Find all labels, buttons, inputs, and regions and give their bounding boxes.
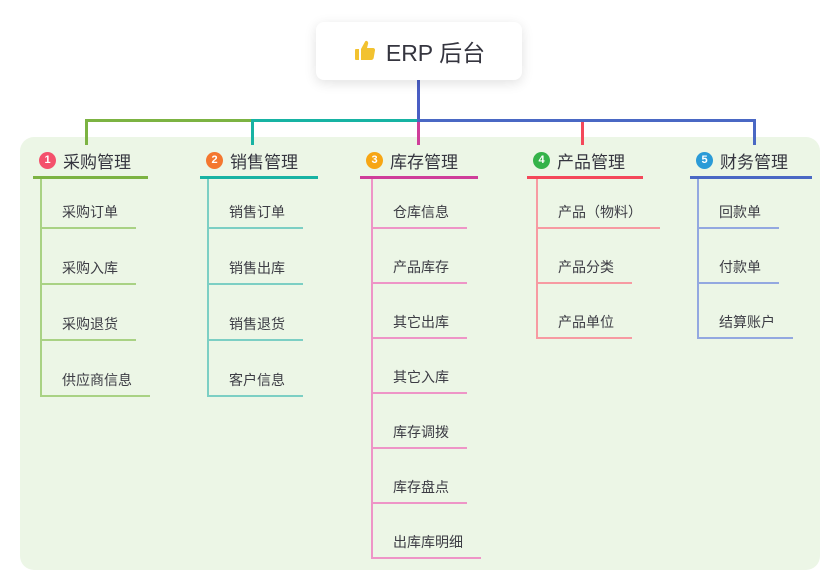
child-trunk-line — [371, 179, 373, 559]
connector-drop-product — [581, 122, 584, 145]
connector-bus-teal — [251, 119, 417, 122]
branch-header-product[interactable]: 4 产品管理 — [527, 147, 643, 179]
child-item[interactable]: 其它入库 — [371, 368, 467, 394]
child-item[interactable]: 销售订单 — [207, 203, 303, 229]
connector-bus-green — [85, 119, 254, 122]
connector-drop-purchase — [85, 122, 88, 145]
root-label: ERP 后台 — [385, 40, 486, 66]
branch-header-purchase[interactable]: 1 采购管理 — [33, 147, 148, 179]
child-item[interactable]: 付款单 — [697, 258, 779, 284]
connector-drop-sales — [251, 122, 254, 145]
branch-number-badge: 4 — [533, 151, 550, 169]
child-item[interactable]: 其它出库 — [371, 313, 467, 339]
branch-label: 销售管理 — [230, 152, 298, 172]
connector-root-stem — [417, 80, 420, 122]
connector-bus-blue — [417, 119, 756, 122]
child-item[interactable]: 客户信息 — [207, 371, 303, 397]
child-item[interactable]: 销售出库 — [207, 259, 303, 285]
child-trunk-line — [536, 179, 538, 339]
child-item[interactable]: 采购入库 — [40, 259, 136, 285]
child-item[interactable]: 采购退货 — [40, 315, 136, 341]
child-trunk-line — [207, 179, 209, 397]
child-item[interactable]: 结算账户 — [697, 313, 793, 339]
child-item[interactable]: 销售退货 — [207, 315, 303, 341]
child-item[interactable]: 采购订单 — [40, 203, 136, 229]
thumbs-up-icon — [353, 39, 377, 63]
child-trunk-line — [40, 179, 42, 397]
branch-number-badge: 5 — [696, 151, 713, 169]
branch-header-finance[interactable]: 5 财务管理 — [690, 147, 812, 179]
connector-drop-inventory — [417, 122, 420, 145]
child-item[interactable]: 产品分类 — [536, 258, 632, 284]
branch-label: 库存管理 — [390, 152, 458, 172]
child-trunk-line — [697, 179, 699, 339]
child-item[interactable]: 供应商信息 — [40, 371, 150, 397]
child-item[interactable]: 产品（物料） — [536, 203, 660, 229]
child-item[interactable]: 回款单 — [697, 203, 779, 229]
branch-label: 采购管理 — [63, 152, 131, 172]
branch-number-badge: 2 — [206, 151, 223, 169]
child-item[interactable]: 产品单位 — [536, 313, 632, 339]
branch-number-badge: 3 — [366, 151, 383, 169]
branch-label: 财务管理 — [720, 152, 788, 172]
branch-header-sales[interactable]: 2 销售管理 — [200, 147, 318, 179]
child-item[interactable]: 仓库信息 — [371, 203, 467, 229]
branch-header-inventory[interactable]: 3 库存管理 — [360, 147, 478, 179]
root-node[interactable]: ERP 后台 — [316, 22, 522, 80]
branch-label: 产品管理 — [557, 152, 625, 172]
child-item[interactable]: 库存盘点 — [371, 478, 467, 504]
connector-drop-finance — [753, 122, 756, 145]
child-item[interactable]: 出库库明细 — [371, 533, 481, 559]
child-item[interactable]: 产品库存 — [371, 258, 467, 284]
branches-panel — [20, 137, 820, 570]
child-item[interactable]: 库存调拨 — [371, 423, 467, 449]
branch-number-badge: 1 — [39, 151, 56, 169]
